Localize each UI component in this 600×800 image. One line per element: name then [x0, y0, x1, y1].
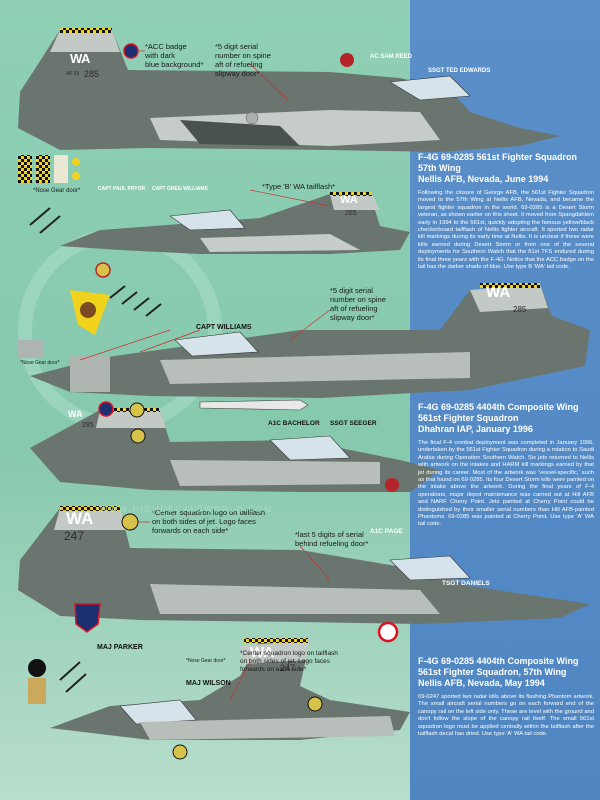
tail-code-2: WA: [340, 194, 358, 206]
squadron-logo-icon-6b: [307, 696, 323, 712]
nose-art-icon: [70, 290, 110, 335]
aircraft-4-side-view: [30, 408, 440, 492]
crew-capt-greg-williams: CAPT GREG WILLIAMS: [152, 186, 208, 192]
callout-nose-gear-door-3: *Nose Gear door*: [186, 658, 226, 664]
crew-ssgt-seeger: SSGT SEEGER: [330, 420, 377, 427]
missile-icons-6: [59, 661, 87, 693]
squadron-logo-icon-5: [121, 513, 139, 531]
callout-nose-gear-door-1: *Nose Gear door*: [33, 188, 81, 194]
callout-nose-gear-door-2: *Nose Gear door*: [20, 360, 60, 366]
section-1-body: Following the closure of George AFB, the…: [418, 190, 594, 271]
tail-code-5: WA: [66, 509, 94, 528]
tail-code-1: WA: [70, 51, 90, 66]
tail-code-6: WA: [250, 644, 275, 661]
crew-maj-parker: MAJ PARKER: [97, 644, 143, 651]
leader-lines: [79, 50, 331, 701]
squadron-logo-icon-6a: [172, 744, 188, 760]
aircraft-3-side-view: [30, 283, 590, 398]
callout-center-logo-2: *Center squadron logo on tailflash on bo…: [240, 650, 338, 673]
crew-capt-paul-pryor: CAPT PAUL PRYOR: [98, 186, 146, 192]
nose-gear-door-panel-2: [18, 340, 44, 358]
missile-icons-2: [109, 285, 162, 317]
aircraft-1-side-view: [18, 28, 560, 152]
section-3-body: 69-0247 sported two radar kills above it…: [418, 694, 594, 738]
badge-icon-4c: [385, 478, 399, 492]
watermark-circle: [18, 228, 222, 432]
section-3-heading: F-4G 69-0285 4404th Composite Wing 561st…: [418, 656, 579, 688]
harm-missile-icon: [199, 399, 309, 411]
tail-number-4: 285: [82, 422, 94, 429]
callout-serial-spine-1: *5 digit serial number on spine aft of r…: [215, 42, 271, 78]
squadron-badge-icon-2: [95, 262, 111, 278]
tail-number-3: 285: [513, 305, 527, 314]
callout-serial-spine-2: *5 digit serial number on spine aft of r…: [330, 286, 386, 322]
crew-ssgt-ted-edwards: SSGT TED EDWARDS: [428, 68, 491, 74]
target-badge-icon: [377, 621, 399, 643]
missile-icons-1: [29, 207, 61, 234]
crew-maj-wilson: MAJ WILSON: [186, 680, 231, 687]
crew-a1c-bachelor: A1C BACHELOR: [268, 420, 320, 427]
sam-reed-badge-icon: [340, 53, 354, 67]
section-2-body: The final F-4 combat deployment was comp…: [418, 440, 594, 528]
tail-serial-prefix-1: AF 69: [66, 71, 80, 77]
nose-gear-door-decals-1: [18, 155, 80, 183]
squadron-badge-icon-4b: [130, 428, 146, 444]
section-2-heading: F-4G 69-0285 4404th Composite Wing 561st…: [418, 402, 579, 434]
phantom-art-icon: [28, 659, 46, 704]
tail-number-5: 247: [64, 529, 85, 543]
callout-acc-badge: *ACC badge with dark blue background*: [145, 42, 204, 69]
watermark-text: WWW.HIGHDECALSWORLD.COM: [100, 505, 274, 514]
star-insignia-icon: [245, 111, 259, 125]
aircraft-2-side-view: [60, 192, 410, 254]
acc-badge-icon-4: [98, 401, 114, 417]
tail-number-2: 285: [345, 210, 357, 217]
callout-last5-serial: *last 5 digits of serial behind refuelin…: [295, 530, 369, 548]
crew-ac-sam-reed: AC SAM REED: [370, 54, 413, 60]
squadron-badge-icon-4a: [129, 402, 145, 418]
acc-badge-icon: [123, 43, 139, 59]
acc-shield-icon-5: [74, 603, 101, 633]
tail-code-4: WA: [68, 409, 83, 419]
aircraft-6-side-view: [50, 638, 410, 740]
crew-capt-williams: CAPT WILLIAMS: [196, 324, 252, 331]
crew-tsgt-daniels: TSGT DANIELS: [442, 580, 490, 587]
tail-number-6: 247: [280, 663, 296, 673]
callout-center-logo-1: *Center squadron logo on tailflash on bo…: [152, 508, 265, 535]
aircraft-5-side-view: [18, 506, 590, 624]
section-1-heading: F-4G 69-0285 561st Fighter Squadron 57th…: [418, 152, 578, 184]
tail-number-1: 285: [84, 69, 100, 79]
tail-code-3: WA: [486, 284, 511, 301]
crew-a1c-page: A1C PAGE: [370, 528, 403, 535]
callout-type-b-tailflash: *Type 'B' WA tailflash*: [262, 182, 336, 191]
